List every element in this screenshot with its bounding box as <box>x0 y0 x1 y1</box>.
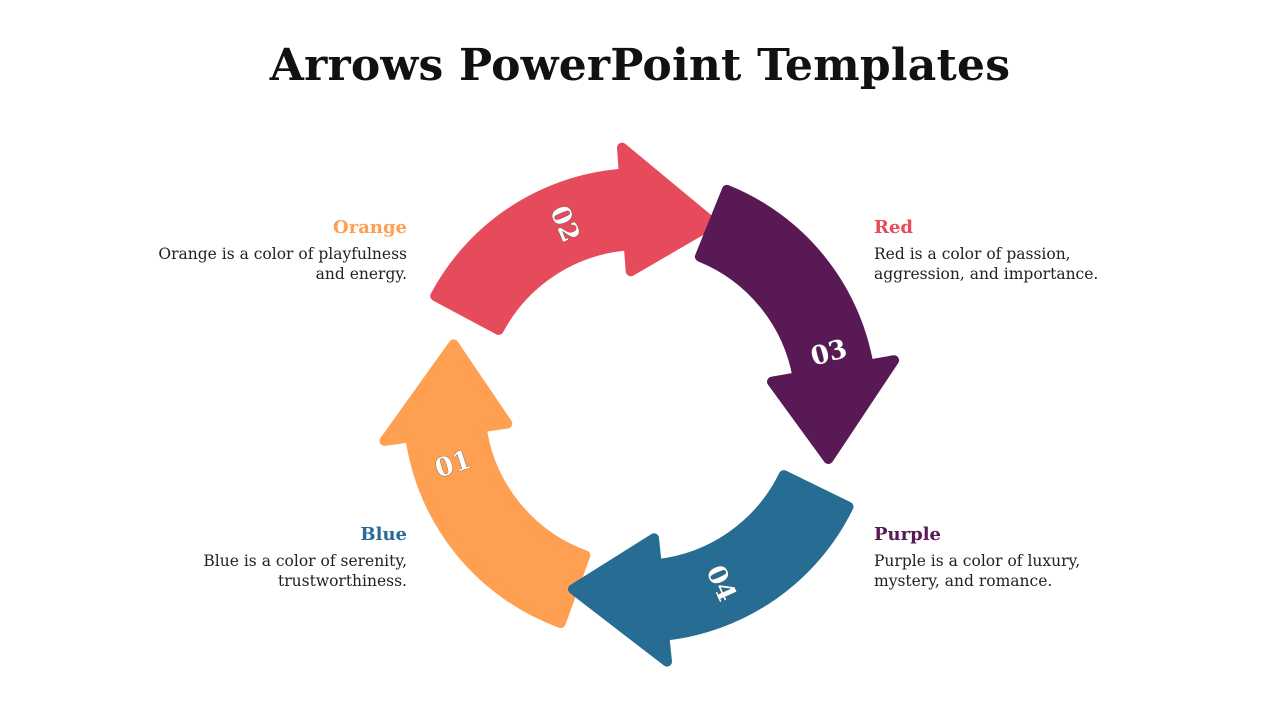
step-description-purple: Purple is a color of luxury, mystery, an… <box>874 552 1081 590</box>
step-block-blue: Blue Blue is a color of serenity, trustw… <box>147 524 407 591</box>
arrow-blue <box>568 470 854 667</box>
arrow-orange <box>379 339 591 628</box>
step-label-orange: Orange <box>333 217 407 238</box>
step-block-purple: Purple Purple is a color of luxury, myst… <box>874 524 1134 591</box>
step-description-red: Red is a color of passion, aggression, a… <box>874 245 1099 283</box>
step-block-orange: Orange Orange is a color of playfulness … <box>147 217 407 284</box>
arrow-red <box>430 142 719 335</box>
step-label-blue: Blue <box>360 524 407 545</box>
step-label-red: Red <box>874 217 913 238</box>
page-title: Arrows PowerPoint Templates <box>269 40 1011 91</box>
step-block-red: Red Red is a color of passion, aggressio… <box>874 217 1134 284</box>
step-label-purple: Purple <box>874 524 941 545</box>
arrow-purple <box>694 184 900 464</box>
step-description-orange: Orange is a color of playfulness and ene… <box>158 245 407 283</box>
step-description-blue: Blue is a color of serenity, trustworthi… <box>203 552 407 590</box>
